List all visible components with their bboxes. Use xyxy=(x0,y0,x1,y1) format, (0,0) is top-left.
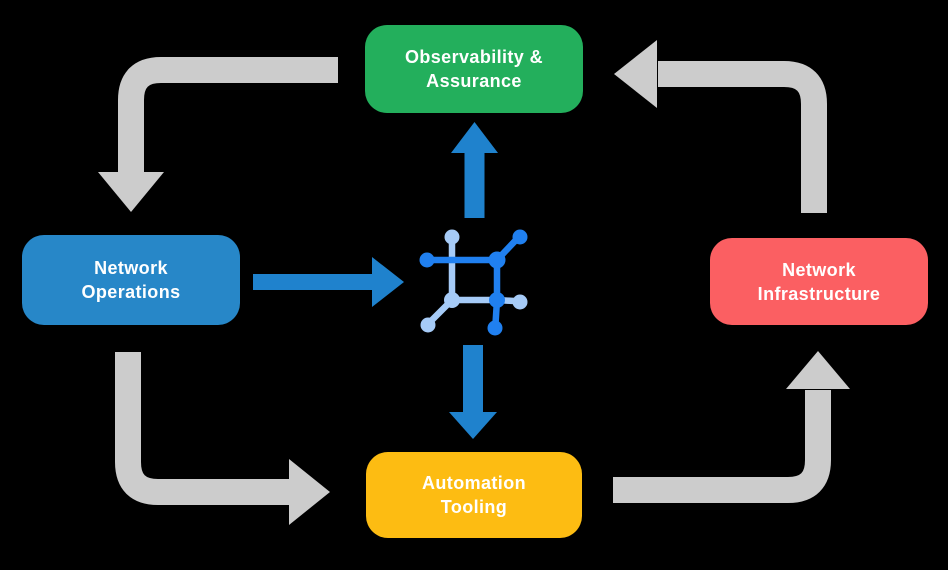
node-observability-assurance: Observability & Assurance xyxy=(365,25,583,113)
node-label-line: Automation xyxy=(422,473,526,493)
network-mesh-icon xyxy=(419,229,528,336)
node-label-line: Infrastructure xyxy=(757,283,881,304)
arrow-observability-to-operations xyxy=(98,57,338,212)
node-label-line: Observability & xyxy=(404,47,544,67)
arrow-automation-to-infrastructure xyxy=(613,351,850,503)
node-automation-tooling: Automation Tooling xyxy=(366,452,582,538)
arrow-center-to-automation xyxy=(449,345,497,439)
arrow-infrastructure-to-observability xyxy=(614,40,827,213)
node-label-line: Network xyxy=(782,259,856,280)
node-network-infrastructure: Network Infrastructure xyxy=(710,238,928,325)
node-label-line: Tooling xyxy=(440,497,508,517)
arrow-center-to-observability xyxy=(451,122,498,218)
node-label-line: Network xyxy=(94,258,168,278)
arrow-operations-to-automation xyxy=(115,352,330,525)
node-network-operations: Network Operations xyxy=(22,235,240,325)
node-label-line: Assurance xyxy=(426,71,522,91)
arrow-operations-to-center xyxy=(253,257,404,307)
node-label-line: Operations xyxy=(81,282,181,302)
